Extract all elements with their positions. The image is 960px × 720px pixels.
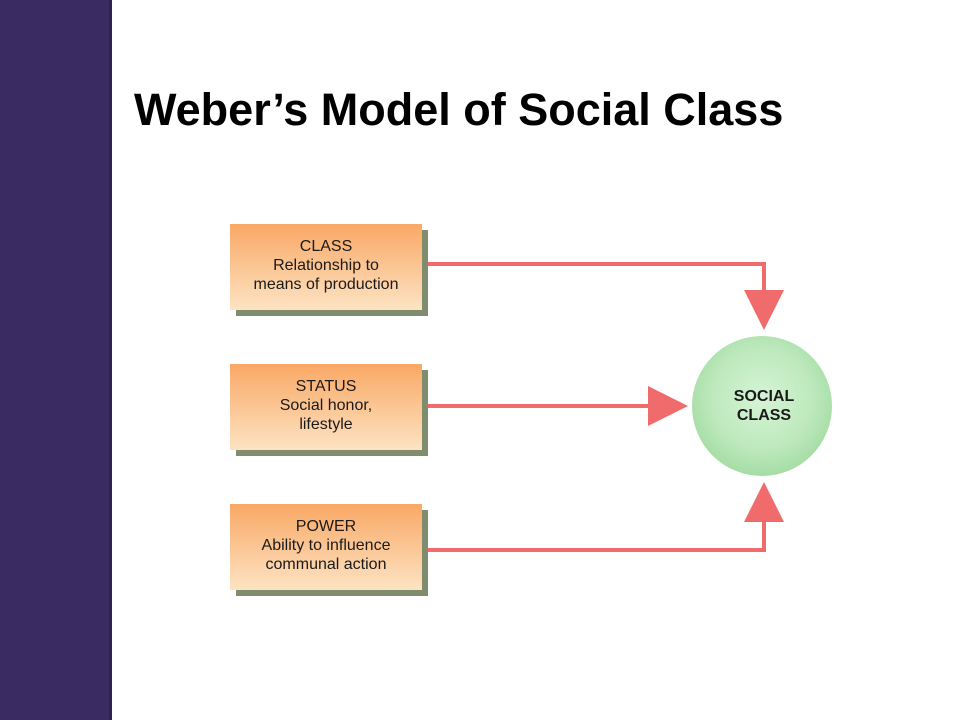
- factor-box-class: CLASS Relationship to means of productio…: [230, 224, 428, 316]
- arrow-power-to-social-class: [428, 482, 784, 552]
- factor-status-line1: Social honor,: [280, 397, 373, 414]
- sidebar-band: [0, 0, 112, 720]
- slide-title: Weber’s Model of Social Class: [134, 84, 784, 135]
- factor-box-power: POWER Ability to influence communal acti…: [230, 504, 428, 596]
- factor-class-heading: CLASS: [300, 238, 352, 255]
- factor-power-line2: communal action: [266, 556, 387, 573]
- social-class-circle-fill: [692, 336, 832, 476]
- social-class-circle: SOCIAL CLASS: [692, 336, 832, 476]
- arrow-class-to-social-class: [428, 262, 784, 330]
- factor-status-line2: lifestyle: [299, 416, 352, 433]
- factor-status-heading: STATUS: [296, 378, 357, 395]
- factor-box-class-fill: [230, 224, 422, 310]
- factor-class-line2: means of production: [254, 276, 399, 293]
- social-class-line2: CLASS: [737, 407, 792, 424]
- factor-class-line1: Relationship to: [273, 257, 379, 274]
- factor-power-heading: POWER: [296, 518, 356, 535]
- factor-box-power-fill: [230, 504, 422, 590]
- factor-box-status-fill: [230, 364, 422, 450]
- factor-box-status: STATUS Social honor, lifestyle: [230, 364, 428, 456]
- social-class-line1: SOCIAL: [734, 388, 795, 405]
- factor-power-line1: Ability to influence: [262, 537, 391, 554]
